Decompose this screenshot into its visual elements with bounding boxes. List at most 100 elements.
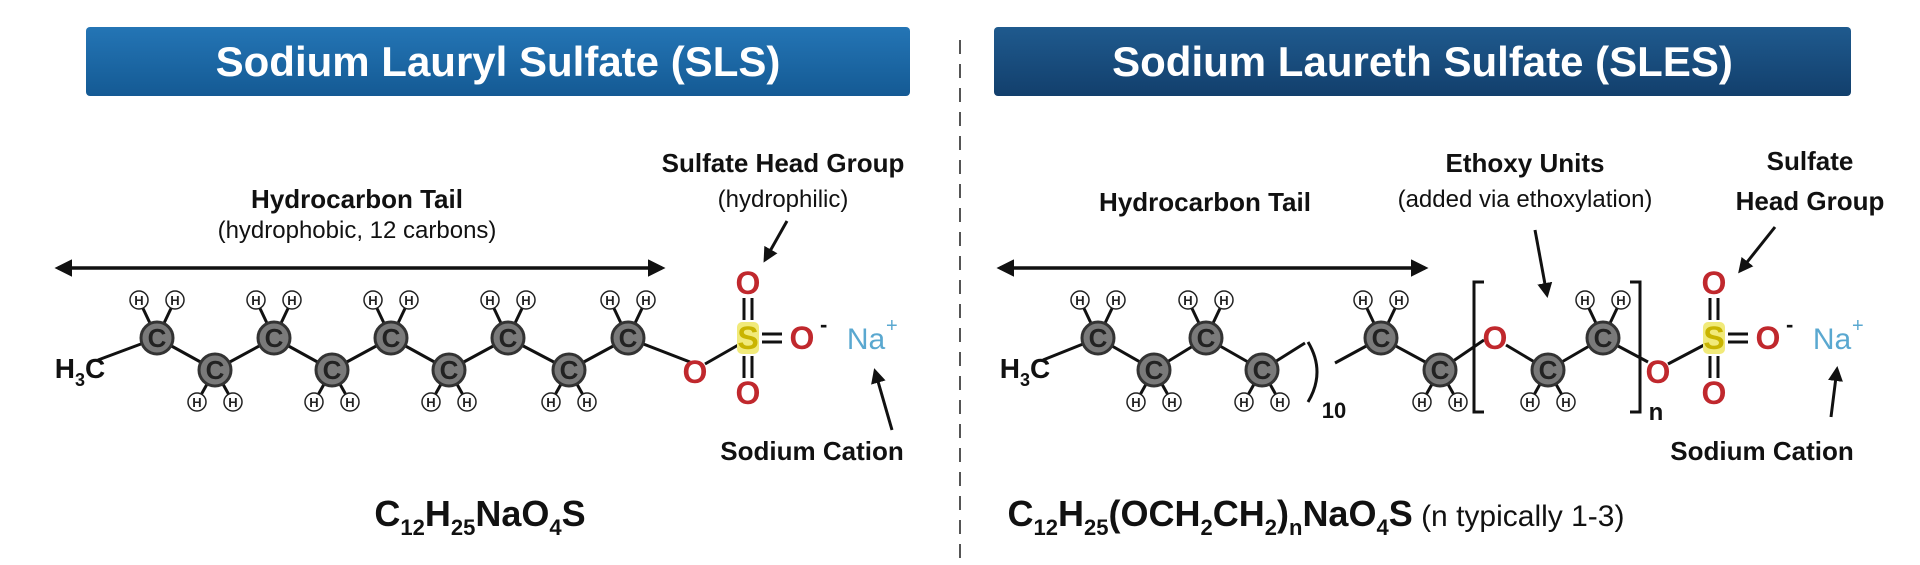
oxygen-bottom: O — [736, 375, 761, 411]
sles-head-label-2: Head Group — [1736, 186, 1885, 216]
hydrogen-symbol: H — [1167, 395, 1176, 410]
hydrogen-symbol: H — [1561, 395, 1570, 410]
carbon-circle — [1585, 320, 1621, 356]
sulfur-highlight — [737, 322, 759, 354]
hydrogen-circle — [1214, 290, 1234, 310]
hydrogen-circle — [1448, 392, 1468, 412]
carbon-circle — [1080, 320, 1116, 356]
formula-text: H — [425, 493, 451, 534]
sls-tail-label: Hydrocarbon Tail — [251, 184, 463, 214]
hydrogen-symbol: H — [404, 293, 413, 308]
hydrogen-circle — [1575, 290, 1595, 310]
sles-ethoxy-label: Ethoxy Units — [1446, 148, 1605, 178]
sles-cation-arrow — [1828, 366, 1843, 418]
hydrogen-atom: H — [1353, 290, 1373, 310]
hydrogen-atom: H — [187, 392, 207, 412]
hydrogen-circle — [1270, 392, 1290, 412]
hydrogen-atom: H — [480, 290, 500, 310]
hydrogen-circle — [187, 392, 207, 412]
carbon-atom: C — [139, 320, 175, 356]
carbon-atom: C — [1422, 352, 1458, 388]
hydrogen-atom: H — [1126, 392, 1146, 412]
hydrogen-symbol: H — [134, 293, 143, 308]
carbon-atom: C — [197, 352, 233, 388]
hydrogen-atom: H — [457, 392, 477, 412]
carbon-symbol: C — [206, 355, 225, 385]
hydrogen-atom: H — [165, 290, 185, 310]
carbon-circle — [1422, 352, 1458, 388]
hydrogen-atom: H — [1214, 290, 1234, 310]
hydrogen-symbol: H — [582, 395, 591, 410]
hydrogen-circle — [1178, 290, 1198, 310]
carbon-symbol: C — [560, 355, 579, 385]
hydrogen-symbol: H — [368, 293, 377, 308]
hydrogen-atom: H — [516, 290, 536, 310]
carbon-circle — [139, 320, 175, 356]
formula-subscript: 2 — [1265, 515, 1277, 540]
carbon-symbol: C — [1145, 355, 1164, 385]
oxide-anion: O — [790, 320, 815, 356]
formula-text: C — [1008, 493, 1034, 534]
sulfur-highlight — [1703, 322, 1725, 354]
hydrogen-symbol: H — [309, 395, 318, 410]
hydrogen-symbol: H — [192, 395, 201, 410]
hydrogen-symbol: H — [1394, 293, 1403, 308]
hydrogen-atom: H — [1389, 290, 1409, 310]
hydrogen-symbol: H — [1453, 395, 1462, 410]
carbon-atom: C — [1244, 352, 1280, 388]
formula-subscript: 12 — [1034, 515, 1058, 540]
carbon-atom: C — [1585, 320, 1621, 356]
methyl-c: C — [1030, 353, 1050, 384]
positive-charge: + — [1852, 315, 1864, 337]
formula-text: CH — [1213, 493, 1265, 534]
sles-tail-label: Hydrocarbon Tail — [1099, 187, 1311, 217]
hydrogen-atom: H — [363, 290, 383, 310]
hydrogen-symbol: H — [1219, 293, 1228, 308]
sodium-ion: Na — [847, 323, 886, 356]
hydrogen-atom: H — [1448, 392, 1468, 412]
hydrogen-circle — [1234, 392, 1254, 412]
hydrogen-atom: H — [1270, 392, 1290, 412]
formula-text: (n typically 1-3) — [1413, 500, 1625, 533]
hydrogen-atom: H — [1412, 392, 1432, 412]
methyl-group: H3C — [55, 353, 105, 390]
methyl-h: H — [55, 353, 75, 384]
sulfur-atom: S — [737, 320, 758, 356]
sles-ethoxy-sublabel: (added via ethoxylation) — [1398, 186, 1653, 213]
methyl-group: H3C — [1000, 353, 1050, 390]
hydrogen-symbol: H — [426, 395, 435, 410]
repeat-count: 10 — [1322, 398, 1346, 423]
hydrogen-circle — [399, 290, 419, 310]
hydrogen-circle — [1106, 290, 1126, 310]
hydrogen-circle — [1556, 392, 1576, 412]
carbon-circle — [373, 320, 409, 356]
carbon-atom: C — [1363, 320, 1399, 356]
hydrogen-atom: H — [246, 290, 266, 310]
hydrogen-circle — [1520, 392, 1540, 412]
hydrogen-circle — [1611, 290, 1631, 310]
hydrogen-circle — [516, 290, 536, 310]
formula-text: H — [1058, 493, 1084, 534]
hydrogen-symbol: H — [605, 293, 614, 308]
carbon-symbol: C — [382, 323, 401, 353]
hydrogen-symbol: H — [485, 293, 494, 308]
hydrogen-symbol: H — [228, 395, 237, 410]
hydrogen-atom: H — [1575, 290, 1595, 310]
carbon-symbol: C — [323, 355, 342, 385]
carbon-atom: C — [1188, 320, 1224, 356]
carbon-symbol: C — [499, 323, 518, 353]
ester-oxygen: O — [1646, 354, 1671, 390]
hydrogen-circle — [304, 392, 324, 412]
hydrogen-circle — [577, 392, 597, 412]
hydrogen-circle — [600, 290, 620, 310]
hydrogen-atom: H — [577, 392, 597, 412]
carbon-symbol: C — [1372, 323, 1391, 353]
carbon-symbol: C — [1089, 323, 1108, 353]
hydrogen-symbol: H — [345, 395, 354, 410]
carbon-atom: C — [490, 320, 526, 356]
ethoxy-bracket-open — [1472, 280, 1484, 414]
carbon-symbol: C — [440, 355, 459, 385]
carbon-symbol: C — [1594, 323, 1613, 353]
hydrogen-symbol: H — [1525, 395, 1534, 410]
